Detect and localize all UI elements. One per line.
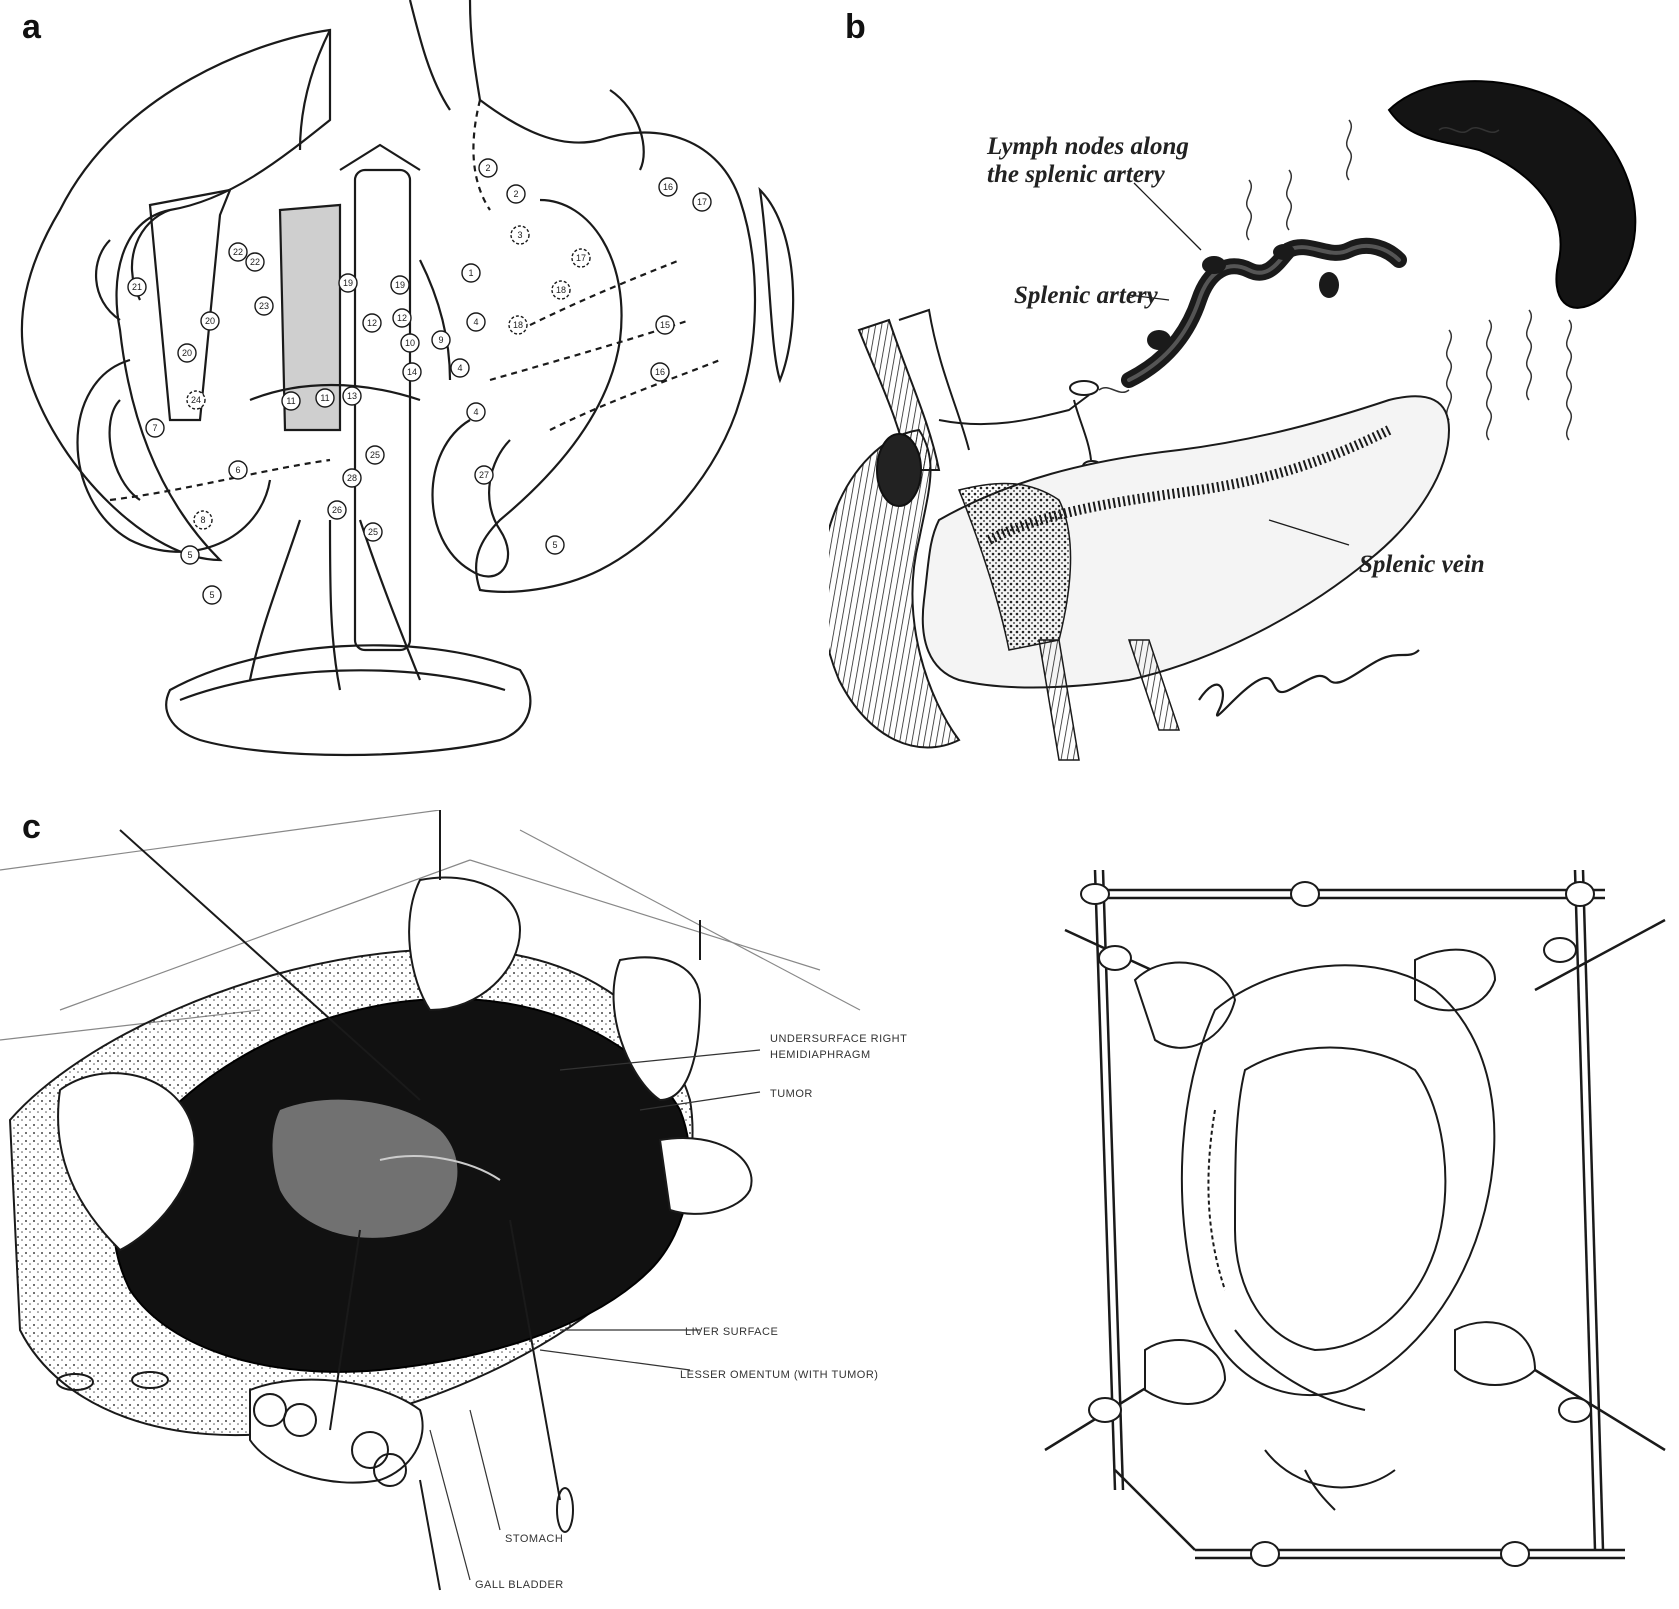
node-label: 2 [485, 163, 490, 173]
node-label: 18 [513, 320, 523, 330]
node-label: 4 [457, 363, 462, 373]
node-label: 7 [152, 423, 157, 433]
node-label: 1 [468, 268, 473, 278]
artist-signature [1198, 649, 1420, 717]
splenic-vein-shape [957, 482, 1072, 651]
node-label: 15 [660, 320, 670, 330]
panel-c-retractor-frame [1044, 869, 1666, 1567]
label-tumor: TUMOR [770, 1088, 813, 1100]
node-label: 21 [132, 282, 142, 292]
spleen [758, 186, 795, 384]
label-gall-bladder: GALL BLADDER [475, 1579, 564, 1591]
node-label: 5 [209, 590, 214, 600]
label-lymph-nodes-line1: Lymph nodes along [986, 133, 1189, 160]
frame-blade-upper-right [1414, 948, 1497, 1012]
node-label: 11 [320, 393, 329, 403]
frame-left-bar [1093, 869, 1117, 1491]
node-label: 14 [407, 367, 417, 377]
node-label: 5 [187, 550, 192, 560]
node-label: 19 [343, 278, 353, 288]
aorta [353, 168, 412, 652]
label-undersurface-line2: HEMIDIAPHRAGM [770, 1049, 871, 1061]
retractor-blade-top [408, 876, 522, 1012]
node-label: 4 [473, 407, 478, 417]
node-label: 6 [235, 465, 240, 475]
node-label: 12 [367, 318, 377, 328]
label-stomach: STOMACH [505, 1533, 563, 1545]
node-label: 3 [517, 230, 522, 240]
node-label: 25 [370, 450, 380, 460]
node-label: 12 [397, 313, 407, 323]
node-label: 16 [663, 182, 673, 192]
duodenum-ring [76, 358, 272, 553]
retractor-blade-left [57, 1072, 196, 1252]
label-lesser-omentum: LESSER OMENTUM (WITH TUMOR) [680, 1369, 878, 1381]
node-label: 22 [233, 247, 243, 257]
label-lymph-nodes-line2: the splenic artery [987, 161, 1166, 188]
node-label: 10 [405, 338, 415, 348]
label-splenic-artery: Splenic artery [1014, 282, 1159, 309]
node-label: 20 [182, 348, 192, 358]
node-label: 13 [347, 391, 357, 401]
retractor-blade-right [612, 956, 702, 1102]
panel-a-node-labels: 2 2 3 1 4 4 4 9 10 11 11 12 12 13 14 15 … [132, 163, 707, 600]
node-label: 24 [191, 395, 201, 405]
node-label: 25 [368, 527, 378, 537]
node-label: 23 [259, 301, 269, 311]
stomach-outline [475, 99, 757, 593]
node-label: 17 [697, 197, 707, 207]
frame-right-bar [1573, 869, 1597, 1551]
node-label: 20 [205, 316, 215, 326]
splenic-artery-shape [1121, 237, 1407, 388]
node-label: 26 [332, 505, 342, 515]
frame-blade-lower-right [1454, 1321, 1537, 1386]
node-label: 16 [655, 367, 665, 377]
node-label: 17 [576, 253, 586, 263]
label-undersurface-line1: UNDERSURFACE RIGHT [770, 1033, 907, 1045]
panel-a-letter: a [22, 8, 41, 46]
node-label: 2 [513, 189, 518, 199]
node-label: 11 [286, 396, 295, 406]
label-liver-surface: LIVER SURFACE [685, 1326, 778, 1338]
frame-blade-lower-left [1144, 1339, 1227, 1405]
node-label: 8 [200, 515, 205, 525]
node-label: 28 [347, 473, 357, 483]
spleen-dark [1387, 80, 1637, 309]
node-label: 5 [552, 540, 557, 550]
label-splenic-vein: Splenic vein [1359, 551, 1485, 578]
panel-b-letter: b [845, 8, 866, 46]
panel-b-illustration: Lymph nodes along the splenic artery Spl… [829, 80, 1637, 761]
panel-c-operative-view: UNDERSURFACE RIGHT HEMIDIAPHRAGM TUMOR L… [0, 810, 907, 1591]
node-label: 4 [473, 317, 478, 327]
stomach-in-frame [1180, 964, 1496, 1397]
node-label: 9 [438, 335, 443, 345]
jejunum-loop [165, 644, 532, 757]
retractor-blade-lower-right [658, 1137, 753, 1215]
liver-outline [20, 28, 332, 562]
node-label: 19 [395, 280, 405, 290]
oesophagus [408, 0, 482, 111]
panel-c-letter: c [22, 808, 41, 846]
node-label: 27 [479, 470, 489, 480]
frame-blade-upper-left [1133, 961, 1237, 1049]
node-label: 18 [556, 285, 566, 295]
panel-a-illustration [20, 0, 795, 757]
node-label: 22 [250, 257, 260, 267]
duodenum-b [829, 428, 961, 749]
